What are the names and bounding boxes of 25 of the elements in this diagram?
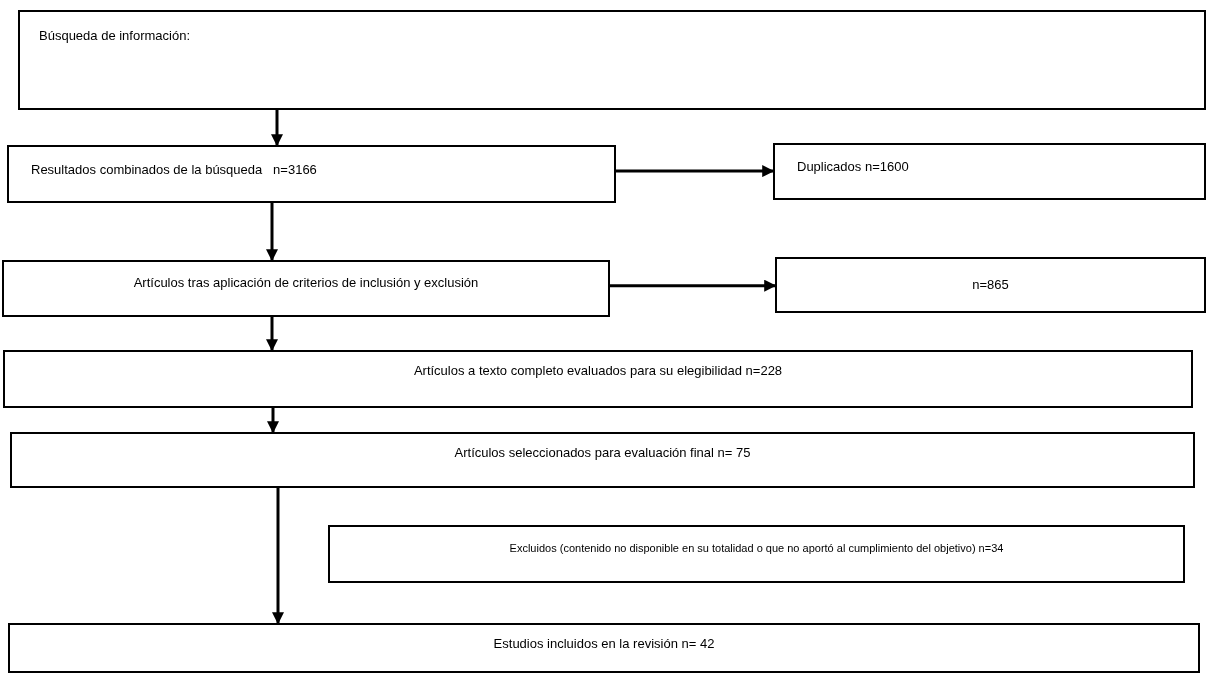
process-box	[775, 257, 1206, 313]
box-text: Excluidos (contenido no disponible en su totalidad o que no aportó al cumplimiento del objetivo) n=34	[508, 541, 1005, 556]
box-text: Duplicados n=1600	[797, 159, 909, 175]
process-box	[773, 143, 1206, 200]
process-box	[7, 145, 616, 203]
process-box	[328, 525, 1185, 583]
arrow	[266, 203, 278, 262]
arrow	[272, 488, 284, 625]
box-text: Artículos tras aplicación de criterios de inclusión y exclusión	[132, 275, 480, 291]
arrow	[271, 110, 283, 147]
process-box	[3, 350, 1193, 408]
box-text: n=865	[971, 277, 1010, 293]
arrow	[267, 408, 279, 434]
box-text: Artículos a texto completo evaluados para su elegibilidad n=228	[412, 363, 784, 379]
arrow	[616, 165, 775, 178]
arrow	[610, 279, 777, 292]
box-text: Artículos seleccionados para evaluación final n= 75	[453, 445, 752, 461]
arrow	[266, 317, 278, 352]
box-text: Resultados combinados de la búsqueda n=3166	[31, 162, 317, 178]
process-box	[2, 260, 610, 317]
process-box	[10, 432, 1195, 488]
process-box	[18, 10, 1206, 110]
box-text: Búsqueda de información:	[39, 28, 191, 44]
process-box	[8, 623, 1200, 673]
box-text: Estudios incluidos en la revisión n= 42	[492, 636, 716, 652]
